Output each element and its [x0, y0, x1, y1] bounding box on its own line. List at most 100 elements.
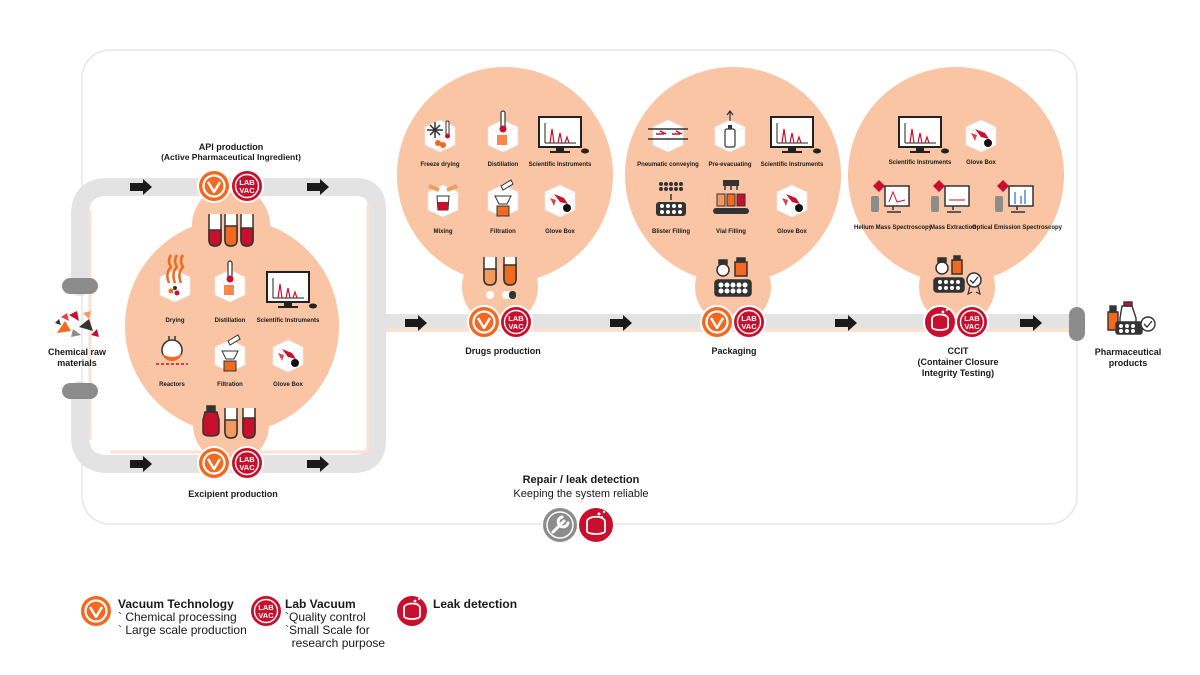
pharmaceutical-products-label: Pharmaceutical: [1095, 347, 1162, 357]
lab-vacuum-badge-icon: LAB VAC: [230, 446, 264, 480]
vac-badge-text: VAC: [239, 186, 255, 195]
legend-lab-line: `Quality control: [285, 610, 366, 624]
ccit-item-glove-box: [966, 120, 996, 152]
legend-lab-title: Lab Vacuum: [285, 597, 356, 611]
lab-badge-text: LAB: [258, 603, 274, 612]
vacuum-technology-badge-icon: [466, 304, 502, 340]
api-item-reactors: [156, 336, 188, 365]
ccit-subtitle: Integrity Testing): [922, 368, 994, 378]
ccit-item-label: Optical Emission Spectroscopy: [972, 225, 1063, 231]
drugs-item-label: Scientific Instruments: [529, 162, 592, 168]
packaging-equipment-icon: [714, 257, 752, 297]
pharmaceutical-products-icon: [1107, 301, 1156, 335]
api-item-label: Filtration: [217, 382, 243, 388]
api-title: API production: [199, 142, 264, 152]
packaging-item-glove-box: [777, 185, 807, 217]
ccit-item-helium-mass-spectroscopy: [871, 180, 910, 213]
legend-vacuum-line: ` Large scale production: [118, 623, 247, 637]
vac-badge-text: VAC: [964, 322, 980, 331]
ccit-item-label: Scientific Instruments: [889, 160, 952, 166]
pharmaceutical-products-label: products: [1109, 358, 1148, 368]
drugs-item-label: Freeze drying: [420, 162, 459, 168]
ccit-item-label: Helium Mass Spectroscopy: [854, 225, 933, 231]
api-vessels-icon: [208, 214, 254, 247]
lab-vacuum-badge-icon: LAB VAC: [499, 305, 533, 339]
packaging-item-vial-filling: [713, 180, 749, 214]
repair-wrench-icon: [541, 506, 579, 544]
vacuum-technology-badge-icon: [196, 445, 232, 481]
legend-vacuum-title: Vacuum Technology: [118, 597, 234, 611]
ccit-subtitle: (Container Closure: [917, 357, 998, 367]
packaging-item-label: Scientific Instruments: [761, 162, 824, 168]
repair-subtitle: Keeping the system reliable: [513, 488, 648, 500]
api-subtitle: (Active Pharmaceutical Ingredient): [161, 152, 301, 162]
raw-materials-label: Chemical raw: [48, 347, 107, 357]
inlet-stub-bottom: [62, 383, 98, 399]
lab-vacuum-badge-icon: LAB VAC: [732, 305, 766, 339]
ccit-item-mass-extraction: [931, 180, 970, 213]
packaging-item-label: Pneumatic conveying: [637, 162, 699, 168]
ccit-item-label: Mass Extraction: [930, 225, 976, 231]
packaging-item-label: Blister Filling: [652, 229, 690, 235]
legend-vacuum-technology-icon: [78, 593, 114, 629]
legend-lab-vacuum: Lab Vacuum `Quality control `Small Scale…: [285, 598, 385, 650]
packaging-item-label: Pre-evacuating: [708, 162, 751, 168]
lab-badge-text: LAB: [964, 314, 980, 323]
lab-vacuum-badge-icon: LAB VAC: [230, 169, 264, 203]
drugs-item-label: Filtration: [490, 229, 516, 235]
api-item-label: Reactors: [159, 382, 185, 388]
raw-materials-label: materials: [57, 358, 97, 368]
api-item-distillation: [214, 260, 246, 303]
excipient-vessels-icon: [202, 405, 256, 439]
lab-badge-text: LAB: [239, 178, 255, 187]
legend-leak-title: Leak detection: [433, 597, 518, 611]
drugs-item-distillation: [487, 110, 519, 153]
drugs-item-filtration: [487, 179, 519, 218]
vac-badge-text: VAC: [741, 322, 757, 331]
drugs-item-freeze-drying: [424, 119, 456, 153]
lab-badge-text: LAB: [741, 314, 757, 323]
api-item-label: Drying: [165, 318, 184, 324]
packaging-item-pneumatic-conveying: [648, 119, 688, 153]
leak-detection-badge-icon: [923, 305, 957, 339]
api-item-label: Scientific Instruments: [257, 318, 320, 324]
packaging-item-pre-evacuating: [714, 110, 746, 153]
lab-badge-text: LAB: [239, 455, 255, 464]
ccit-title: CCIT: [948, 346, 969, 356]
legend-lab-line: `Small Scale for: [285, 623, 370, 637]
vacuum-technology-badge-icon: [196, 168, 232, 204]
drugs-vessels-icon: [483, 257, 517, 299]
legend-vacuum-line: ` Chemical processing: [118, 610, 237, 624]
lab-vacuum-badge-icon: LAB VAC: [955, 305, 989, 339]
api-item-label: Distillation: [215, 318, 246, 324]
drugs-item-mixing: [427, 184, 459, 218]
drugs-title: Drugs production: [465, 346, 541, 356]
packaging-item-blister-filling: [656, 182, 686, 216]
legend-lab-vacuum-icon: LAB VAC: [249, 594, 283, 628]
api-item-drying: [159, 254, 191, 303]
repair-title: Repair / leak detection: [523, 474, 640, 486]
vacuum-technology-badge-icon: [699, 304, 735, 340]
packaging-item-label: Vial Filling: [716, 229, 746, 235]
api-item-label: Glove Box: [273, 382, 303, 388]
raw-materials-icon: [55, 311, 99, 337]
repair-leak-detection-icon: [577, 506, 615, 544]
ccit-equipment-icon: [933, 255, 982, 296]
drugs-item-label: Glove Box: [545, 229, 575, 235]
api-item-filtration: [214, 334, 246, 373]
outlet-stub: [1069, 307, 1085, 341]
lab-badge-text: LAB: [508, 314, 524, 323]
legend-leak-detection-icon: [395, 594, 429, 628]
packaging-title: Packaging: [711, 346, 756, 356]
drugs-item-label: Mixing: [434, 229, 453, 235]
legend-leak-detection: Leak detection: [433, 598, 517, 611]
excipient-title: Excipient production: [188, 489, 278, 499]
inlet-stub-top: [62, 278, 98, 294]
legend-lab-line: research purpose: [285, 636, 386, 650]
packaging-item-label: Glove Box: [777, 229, 807, 235]
drugs-item-label: Distillation: [488, 162, 519, 168]
